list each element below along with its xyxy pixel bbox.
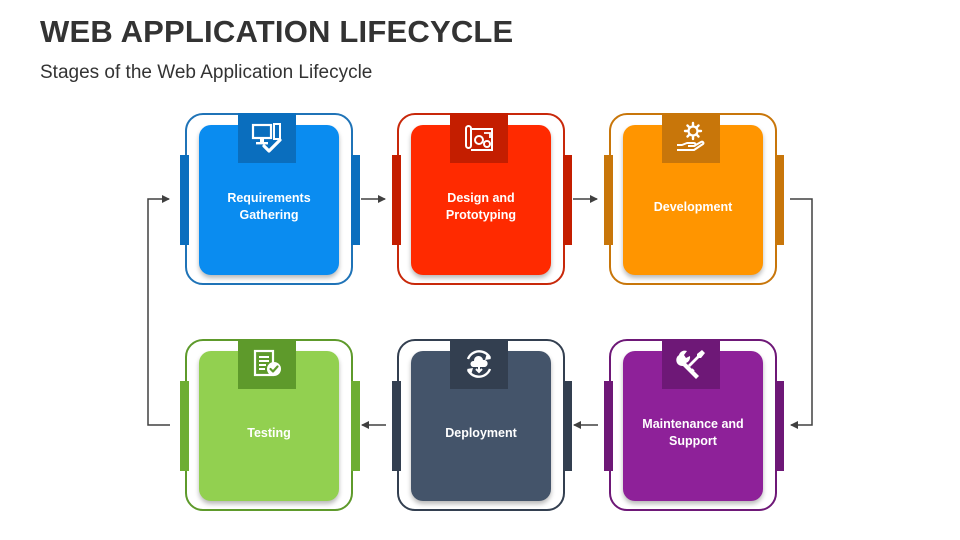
stage-side-tab [180,155,189,245]
hand-gear-icon [677,121,705,151]
stage-icon-box [238,339,296,389]
computer-check-icon [251,123,282,153]
stage-icon-box [662,113,720,163]
arrow-3-to-4 [790,198,813,429]
stage-icon-box [450,339,508,389]
stage-side-tab [775,155,784,245]
stage-side-tab [604,155,613,245]
blueprint-gears-icon [465,125,493,151]
stage-side-tab [775,381,784,471]
stage-label: Deployment [445,425,517,440]
cloud-refresh-icon [466,350,492,378]
stage-side-tab [563,155,572,245]
wrench-screwdriver-icon [676,350,705,379]
arrow-6-to-1 [147,195,170,426]
page-subtitle: Stages of the Web Application Lifecycle [40,62,373,83]
stage-side-tab [351,155,360,245]
stage-side-tab [563,381,572,471]
stage-side-tab [180,381,189,471]
stage-deployment: Deployment [392,339,572,511]
stage-side-tab [604,381,613,471]
stage-development: Development [604,113,784,285]
stage-label: Testing [247,425,291,440]
stage-icon-box [450,113,508,163]
stage-side-tab [351,381,360,471]
stage-icon-box [662,339,720,389]
stage-testing: Testing [180,339,360,511]
stage-side-tab [392,381,401,471]
stage-label: Development [653,199,733,214]
checklist-icon [253,349,281,377]
page-title: WEB APPLICATION LIFECYCLE [40,14,514,49]
stage-icon-box [238,113,296,163]
stage-side-tab [392,155,401,245]
